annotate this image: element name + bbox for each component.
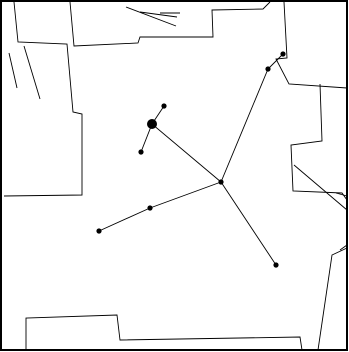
node-top-right-lower[interactable] xyxy=(265,66,271,72)
network-edges xyxy=(98,53,284,266)
parcel-boundary xyxy=(317,247,348,351)
parcel-boundary xyxy=(8,52,18,89)
parcel-boundary xyxy=(125,6,177,27)
edge-top-right-lower-to-hub xyxy=(220,68,269,183)
parcel-boundary xyxy=(69,1,271,47)
edge-center-left-large-to-center-left-bottom xyxy=(140,123,153,153)
parcel-boundary xyxy=(335,192,348,197)
network-nodes xyxy=(96,51,286,268)
node-bottom-right[interactable] xyxy=(273,262,279,268)
edge-hub-to-bottom-right xyxy=(220,181,277,266)
parcel-boundary xyxy=(275,1,348,89)
node-center-left-top[interactable] xyxy=(161,103,167,109)
edge-top-right-upper-to-top-right-lower xyxy=(267,53,284,70)
node-top-right-upper[interactable] xyxy=(280,51,286,57)
edge-center-left-large-to-hub xyxy=(151,123,222,183)
node-bottom-left-end[interactable] xyxy=(96,228,102,234)
parcel-boundary xyxy=(339,244,348,251)
parcel-boundary xyxy=(139,11,178,18)
parcel-boundary xyxy=(23,45,41,100)
parcel-boundary xyxy=(290,83,348,201)
node-bottom-left-mid[interactable] xyxy=(147,205,153,211)
node-center-left-large[interactable] xyxy=(147,119,157,129)
parcel-boundary xyxy=(25,314,303,351)
parcel-boundaries xyxy=(3,1,348,351)
node-hub[interactable] xyxy=(218,179,224,185)
edge-hub-to-bottom-left-mid xyxy=(149,181,222,209)
parcel-boundary xyxy=(293,164,348,211)
parcel-boundary xyxy=(3,1,83,197)
edge-bottom-left-mid-to-bottom-left-end xyxy=(98,207,151,232)
node-center-left-bottom[interactable] xyxy=(138,149,144,155)
